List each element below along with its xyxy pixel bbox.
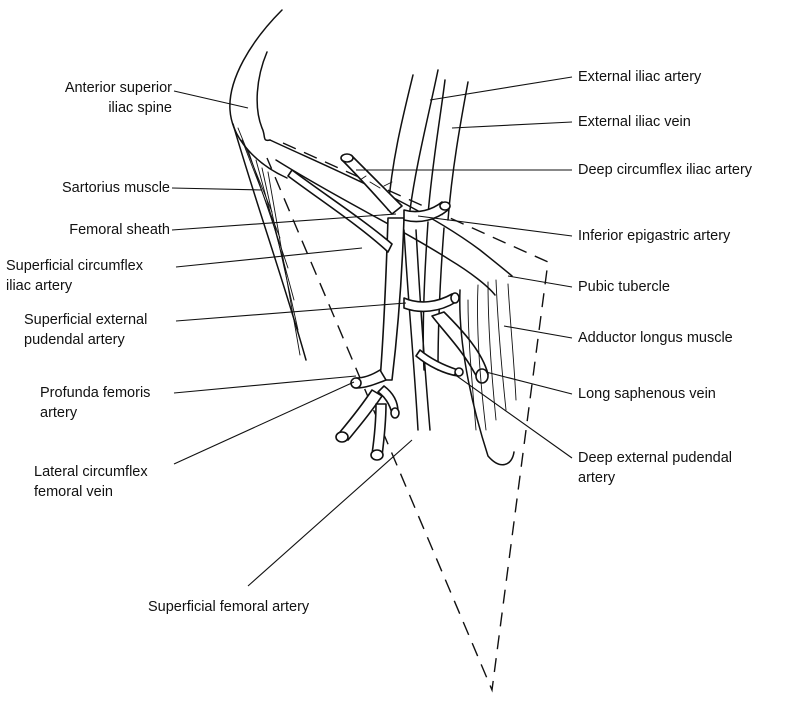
label-external-iliac-vein: External iliac vein	[578, 112, 691, 132]
label-deep-circumflex-iliac-artery: Deep circumflex iliac artery	[578, 160, 752, 180]
label-anterior-superior-iliac-spine: Anterior superior iliac spine	[12, 78, 172, 118]
deep-circumflex-iliac-artery-cut-end	[341, 154, 353, 162]
lateral-circumflex-cut-end-3	[391, 408, 399, 418]
superficial-external-pudendal-cut-end	[451, 293, 459, 303]
label-lateral-circumflex-femoral-vein: Lateral circumflex femoral vein	[34, 462, 148, 502]
label-superficial-femoral-artery: Superficial femoral artery	[148, 597, 309, 617]
external-iliac-vein-medial-wall	[448, 82, 468, 220]
deep-external-pudendal-cut-end	[455, 368, 463, 376]
label-femoral-sheath: Femoral sheath	[12, 220, 170, 240]
label-inferior-epigastric-artery: Inferior epigastric artery	[578, 226, 730, 246]
sartorius-muscle-border	[233, 124, 306, 360]
leader-lines	[172, 77, 572, 586]
inferior-epigastric-cut-end	[440, 202, 450, 210]
deep-external-pudendal-artery	[416, 350, 458, 376]
external-iliac-artery-lateral-wall	[388, 75, 413, 210]
iliac-crest	[230, 10, 287, 178]
label-superficial-external-pudendal-artery: Superficial external pudendal artery	[24, 310, 147, 350]
iliac-crest-inner	[257, 52, 270, 140]
external-iliac-artery-medial-wall	[410, 70, 438, 210]
lateral-circumflex-cut-end-1	[336, 432, 348, 442]
label-external-iliac-artery: External iliac artery	[578, 67, 701, 87]
superficial-external-pudendal-artery	[404, 294, 456, 311]
label-deep-external-pudendal-artery: Deep external pudendal artery	[578, 448, 732, 488]
label-sartorius-muscle: Sartorius muscle	[12, 178, 170, 198]
label-long-saphenous-vein: Long saphenous vein	[578, 384, 716, 404]
label-pubic-tubercle: Pubic tubercle	[578, 277, 670, 297]
label-adductor-longus-muscle: Adductor longus muscle	[578, 328, 733, 348]
label-profunda-femoris-artery: Profunda femoris artery	[40, 383, 150, 423]
superficial-femoral-artery-lateral	[404, 230, 418, 430]
long-saphenous-vein-cut-end	[476, 369, 488, 383]
label-superficial-circumflex-iliac-artery: Superficial circumflex iliac artery	[6, 256, 143, 296]
lateral-circumflex-cut-end-2	[371, 450, 383, 460]
